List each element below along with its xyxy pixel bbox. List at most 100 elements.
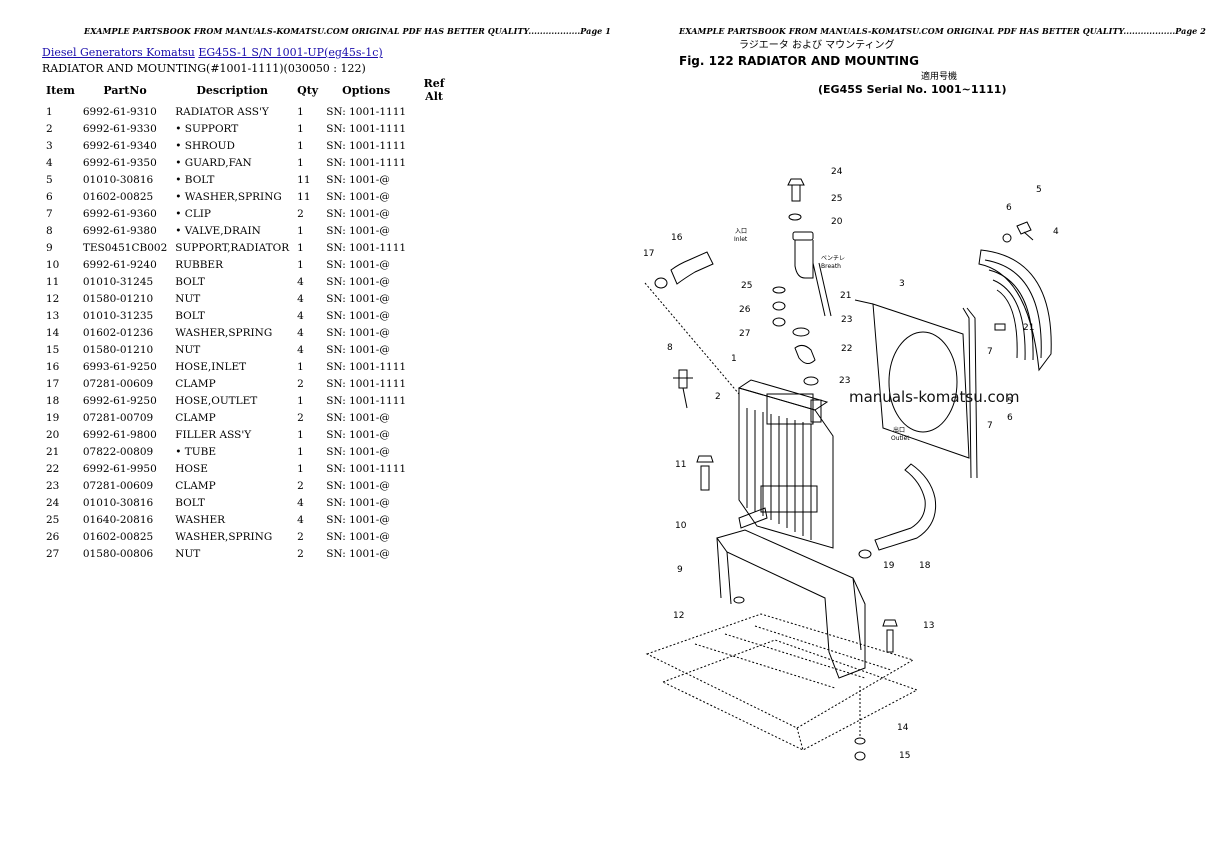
parts-table: Item PartNo Description Qty Options Ref … [42, 77, 458, 562]
cell-description: • WASHER,SPRING [175, 190, 282, 203]
callout-label: 5 [1036, 185, 1042, 195]
column-header-partno: PartNo [103, 83, 147, 97]
cell-item: 10 [46, 258, 60, 271]
cell-description: HOSE,OUTLET [175, 394, 258, 407]
cell-item: 24 [46, 496, 60, 509]
bolt-and-rubber [696, 455, 768, 529]
callout-label: 8 [667, 343, 673, 353]
inlet-hose [654, 251, 714, 289]
cell-options: SN: 1001-@ [326, 258, 390, 271]
cell-qty: 1 [297, 122, 304, 135]
callout-label: 7 [987, 347, 993, 357]
cell-item: 21 [46, 445, 60, 458]
cell-qty: 11 [297, 173, 311, 186]
cell-ref-alt [410, 171, 458, 188]
breather-label-japanese: ベンチレ [821, 255, 845, 262]
cell-partno: 07281-00709 [82, 411, 154, 424]
cell-item: 5 [46, 173, 53, 186]
cell-ref-alt [410, 341, 458, 358]
cell-partno: 07822-00809 [82, 445, 154, 458]
cell-ref-alt [410, 443, 458, 460]
cell-options: SN: 1001-1111 [326, 156, 407, 169]
cell-ref-alt [410, 545, 458, 562]
cell-qty: 4 [297, 275, 304, 288]
figure-title-japanese: ラジエータ および マウンティング [739, 38, 895, 51]
cell-item: 26 [46, 530, 60, 543]
callout-label: 22 [841, 344, 852, 354]
radiator-core [644, 282, 834, 549]
cell-ref-alt [410, 137, 458, 154]
cell-item: 6 [46, 190, 53, 203]
inlet-label: Inlet [734, 236, 748, 243]
exploded-parts-diagram: ラジエータ および マウンティング Fig. 122 RADIATOR AND … [635, 38, 1155, 818]
table-header-row: Item PartNo Description Qty Options Ref … [42, 77, 458, 103]
cell-qty: 1 [297, 241, 304, 254]
callout-label: 20 [831, 217, 843, 227]
cell-item: 4 [46, 156, 53, 169]
outlet-label-japanese: 出口 [893, 426, 905, 434]
callout-label: 2 [715, 392, 721, 402]
cell-item: 22 [46, 462, 60, 475]
cell-partno: 6992-61-9340 [82, 139, 157, 152]
cell-qty: 4 [297, 326, 304, 339]
cell-partno: 01640-20816 [82, 513, 154, 526]
cell-options: SN: 1001-1111 [326, 377, 407, 390]
cell-qty: 11 [297, 190, 311, 203]
callout-label: 27 [739, 329, 750, 339]
cell-item: 1 [46, 105, 53, 118]
cell-ref-alt [410, 256, 458, 273]
cell-options: SN: 1001-@ [326, 479, 390, 492]
callout-label: 9 [677, 565, 683, 575]
cell-options: SN: 1001-@ [326, 224, 390, 237]
outlet-label: Outlet [891, 435, 910, 442]
cell-item: 8 [46, 224, 53, 237]
cell-qty: 2 [297, 207, 304, 220]
cell-description: HOSE,INLET [175, 360, 247, 373]
cell-partno: 01580-01210 [82, 292, 154, 305]
callout-label: 10 [675, 521, 687, 531]
cell-item: 17 [46, 377, 60, 390]
cell-qty: 2 [297, 479, 304, 492]
cell-qty: 4 [297, 496, 304, 509]
cell-qty: 1 [297, 156, 304, 169]
breadcrumb-link-category[interactable]: Diesel Generators Komatsu [42, 46, 195, 59]
callout-label: 12 [673, 611, 684, 621]
cell-partno: 6992-61-9350 [82, 156, 157, 169]
callout-label: 14 [897, 723, 909, 733]
cell-partno: 01010-31245 [82, 275, 154, 288]
cell-partno: 6992-61-9380 [82, 224, 157, 237]
cell-options: SN: 1001-1111 [326, 122, 407, 135]
cell-item: 18 [46, 394, 60, 407]
callout-label: 1 [731, 354, 737, 364]
cell-options: SN: 1001-@ [326, 292, 390, 305]
cell-ref-alt [410, 528, 458, 545]
breadcrumb-link-model[interactable]: EG45S-1 S/N 1001-UP(eg45s-1c) [198, 46, 383, 59]
cell-description: WASHER [175, 513, 226, 526]
callout-label: 15 [899, 751, 910, 761]
fan-guard [978, 249, 1052, 372]
cell-qty: 2 [297, 377, 304, 390]
cell-options: SN: 1001-@ [326, 309, 390, 322]
callout-label: 19 [883, 561, 895, 571]
callout-label: 6 [1007, 413, 1013, 423]
cell-partno: 01010-30816 [82, 173, 154, 186]
cell-options: SN: 1001-@ [326, 530, 390, 543]
cell-ref-alt [410, 358, 458, 375]
cell-options: SN: 1001-@ [326, 173, 390, 186]
cell-description: • SHROUD [175, 139, 235, 152]
cell-description: BOLT [175, 309, 205, 322]
cell-options: SN: 1001-@ [326, 275, 390, 288]
cell-ref-alt [410, 307, 458, 324]
cell-ref-alt [410, 239, 458, 256]
callout-label: 4 [1053, 227, 1059, 237]
cell-description: NUT [175, 343, 201, 356]
cell-qty: 2 [297, 547, 304, 560]
